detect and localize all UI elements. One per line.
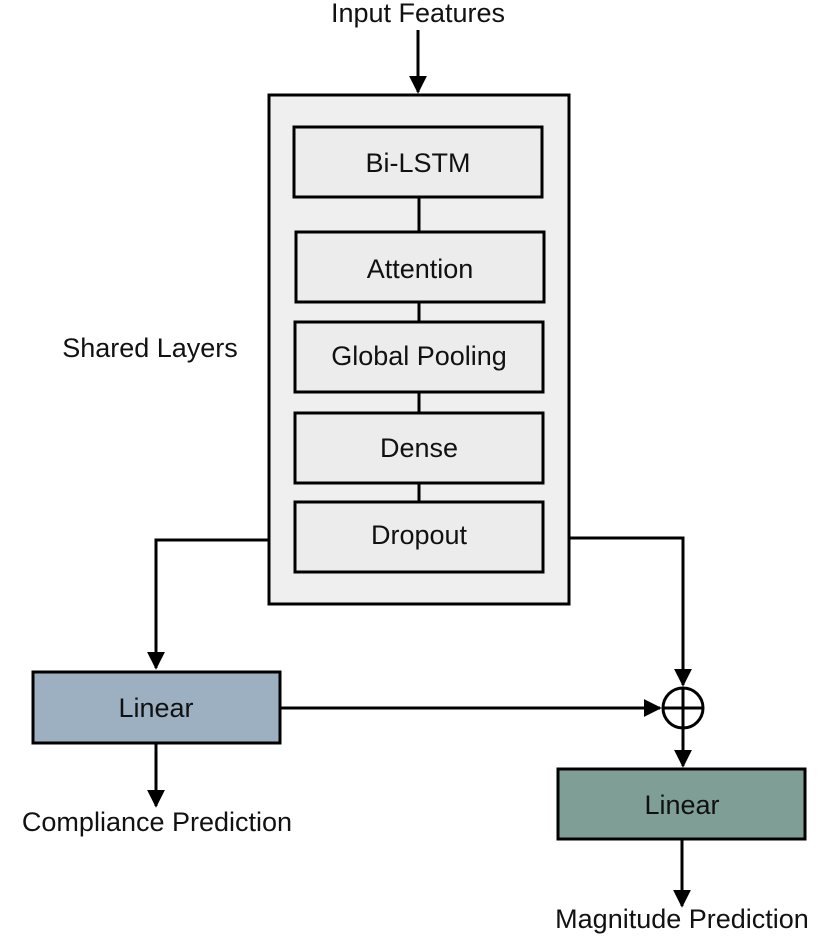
magnitude-prediction-label: Magnitude Prediction	[555, 904, 809, 934]
layer-label: Dense	[380, 433, 458, 463]
layer-global-pooling: Global Pooling	[293, 320, 545, 394]
layer-label: Bi-LSTM	[365, 148, 470, 178]
layer-label: Dropout	[371, 520, 468, 550]
magnitude-linear-block: Linear	[556, 767, 807, 841]
layer-dropout: Dropout	[293, 500, 545, 574]
layer-bi-lstm: Bi-LSTM	[292, 125, 544, 199]
compliance-prediction-label: Compliance Prediction	[22, 807, 292, 837]
sum-node-icon	[661, 686, 705, 730]
magnitude-branch-arrow	[569, 536, 692, 687]
compliance-linear-label: Linear	[118, 693, 193, 723]
compliance-branch-arrow	[147, 538, 269, 670]
layer-dense: Dense	[293, 411, 545, 485]
layer-attention: Attention	[294, 230, 546, 304]
compliance-linear-block: Linear	[31, 670, 282, 745]
magnitude-linear-label: Linear	[644, 790, 719, 820]
layer-label: Global Pooling	[331, 341, 507, 371]
shared-layers-label: Shared Layers	[62, 333, 238, 363]
input-features-label: Input Features	[331, 0, 505, 28]
layer-label: Attention	[367, 254, 474, 284]
